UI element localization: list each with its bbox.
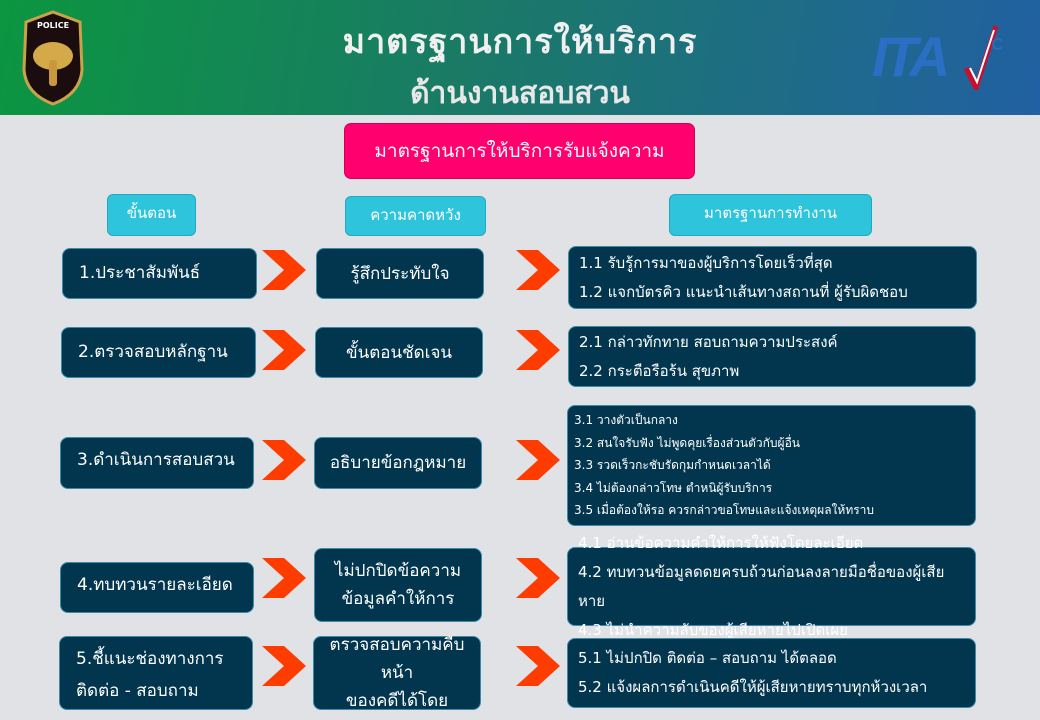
standard-item: 2.2 กระตือรือร้น สุขภาพ — [579, 361, 740, 380]
standard-item: 4.2 ทบทวนข้อมูลดดยครบถ้วนก่อนลงลายมือชื่… — [578, 562, 945, 610]
chevron-arrow-icon — [516, 440, 560, 480]
standard-item: 3.5 เมื่อต้องให้รอ ควรกล่าวขอโทษและแจ้งเ… — [574, 503, 875, 518]
standard-item: 3.1 วางตัวเป็นกลาง — [574, 413, 678, 428]
step-box: 3.ดำเนินการสอบสวน — [60, 437, 254, 489]
standard-item: 4.1 อ่านข้อความคำให้การให้ฟังโดยละเอียด — [578, 533, 864, 552]
step-box: 1.ประชาสัมพันธ์ — [62, 248, 257, 299]
standard-box: 4.1 อ่านข้อความคำให้การให้ฟังโดยละเอียด 4… — [567, 534, 976, 639]
standard-item: 2.1 กล่าวทักทาย สอบถามความประสงค์ — [579, 332, 838, 351]
chevron-arrow-icon — [262, 440, 306, 480]
chevron-arrow-icon — [516, 646, 560, 686]
step-label: 4.ทบทวนรายละเอียด — [77, 575, 233, 595]
standard-item: 1.1 รับรู้การมาของผู้บริการโดยเร็วที่สุด — [579, 253, 833, 272]
standard-item: 3.2 สนใจรับฟัง ไม่พูดคุยเรื่องส่วนตัวกับ… — [574, 435, 800, 450]
standard-item: 3.4 ไม่ต้องกล่าวโทษ ตำหนิผู้รับบริการ — [574, 480, 773, 495]
step-label: ติดต่อ - สอบถาม — [76, 681, 199, 701]
standard-item: 3.3 รวดเร็วกะชับรัดกุมกำหนดเวลาได้ — [574, 458, 771, 473]
page-subtitle: ด้านงานสอบสวน — [410, 76, 630, 111]
chevron-arrow-icon — [262, 558, 306, 598]
step-label: 2.ตรวจสอบหลักฐาน — [78, 342, 228, 362]
chevron-arrow-icon — [516, 330, 560, 370]
svg-text:POLICE: POLICE — [37, 21, 69, 30]
standard-item: 5.2 แจ้งผลการดำเนินคดีให้ผู้เสียหายทราบท… — [578, 678, 928, 696]
standard-item: 4.3 ไม่นำความลับของผู้เสียหายไปเปิดเผย — [578, 620, 848, 639]
expectation-box: ขั้นตอนชัดเจน — [315, 327, 483, 378]
expectation-box: อธิบายข้อกฎหมาย — [314, 437, 482, 489]
expectation-box: ตรวจสอบความคืบหน้าของคดีได้โดย — [313, 635, 481, 711]
step-label: 1.ประชาสัมพันธ์ — [79, 263, 201, 283]
expectation-label: อธิบายข้อกฎหมาย — [329, 453, 467, 473]
step-box: 5.ชี้แนะช่องทางการติดต่อ - สอบถาม — [59, 636, 253, 710]
step-box: 4.ทบทวนรายละเอียด — [60, 562, 254, 613]
step-label: 3.ดำเนินการสอบสวน — [77, 450, 235, 470]
chevron-arrow-icon — [516, 558, 560, 598]
police-badge-logo: POLICE — [22, 10, 84, 106]
expectation-label: ไม่ปกปิดข้อความ — [334, 561, 462, 581]
thai-flag-check-icon — [963, 25, 1002, 90]
expectation-label: รู้สึกประทับใจ — [350, 263, 450, 284]
expectation-label: ขั้นตอนชัดเจน — [345, 342, 453, 363]
standard-item: 5.1 ไม่ปกปิด ติดต่อ – สอบถาม ได้ตลอด — [578, 649, 837, 667]
expectation-label: ตรวจสอบความคืบหน้า — [329, 635, 465, 683]
standard-item: 1.2 แจกบัตรคิว แนะนำเส้นทางสถานที่ ผู้รั… — [579, 282, 908, 301]
column-header-expectation: ความคาดหวัง — [345, 196, 486, 236]
ita-logo: ITA — [872, 24, 1012, 90]
chevron-arrow-icon — [262, 646, 306, 686]
chevron-arrow-icon — [516, 250, 560, 290]
chevron-arrow-icon — [262, 250, 306, 290]
page-title: มาตรฐานการให้บริการ — [342, 22, 698, 62]
standard-box: 2.1 กล่าวทักทาย สอบถามความประสงค์ 2.2 กระ… — [568, 326, 976, 387]
column-header-step: ขั้นตอน — [107, 194, 196, 236]
expectation-box: รู้สึกประทับใจ — [316, 248, 484, 299]
step-box: 2.ตรวจสอบหลักฐาน — [61, 327, 256, 378]
standard-box: 1.1 รับรู้การมาของผู้บริการโดยเร็วที่สุด… — [568, 246, 977, 309]
header-banner: POLICE มาตรฐานการให้บริการ ด้านงานสอบสวน… — [0, 0, 1040, 115]
chevron-arrow-icon — [262, 330, 306, 370]
expectation-box: ไม่ปกปิดข้อความข้อมูลคำให้การ — [314, 548, 482, 622]
standard-box: 5.1 ไม่ปกปิด ติดต่อ – สอบถาม ได้ตลอด 5.2 … — [567, 638, 976, 708]
expectation-label: ของคดีได้โดย — [345, 691, 449, 711]
step-label: 5.ชี้แนะช่องทางการ — [76, 649, 224, 669]
expectation-label: ข้อมูลคำให้การ — [341, 589, 455, 609]
service-standard-banner: มาตรฐานการให้บริการรับแจ้งความ — [344, 123, 695, 179]
standard-box: 3.1 วางตัวเป็นกลาง 3.2 สนใจรับฟัง ไม่พูดค… — [567, 405, 976, 526]
column-header-standard: มาตรฐานการทำงาน — [669, 194, 872, 236]
